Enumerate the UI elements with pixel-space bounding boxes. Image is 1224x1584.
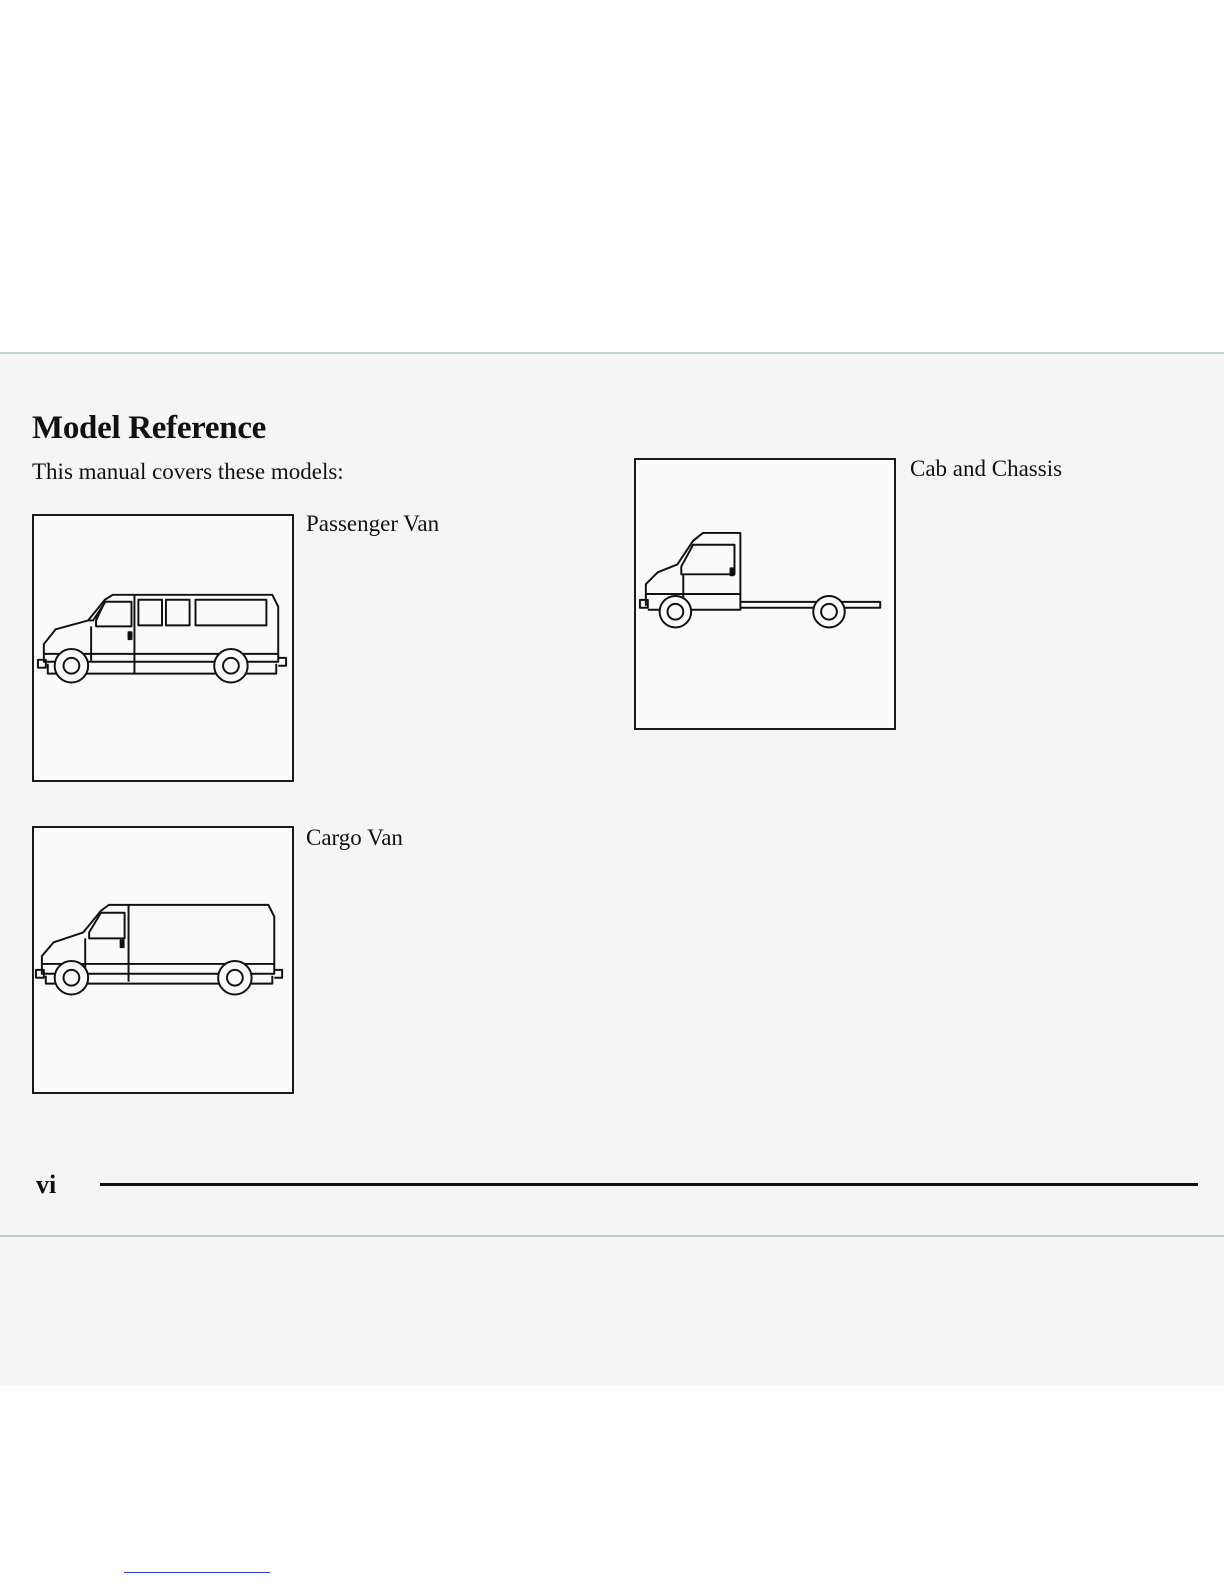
intro-text: This manual covers these models: xyxy=(32,460,344,483)
passenger-van-label: Passenger Van xyxy=(306,512,439,535)
page-number: vi xyxy=(36,1172,56,1198)
cargo-van-figure xyxy=(32,826,294,1094)
page-top-edge xyxy=(0,352,1224,354)
cab-chassis-label: Cab and Chassis xyxy=(910,457,1062,480)
cab-chassis-icon xyxy=(636,460,894,728)
page-bottom-edge xyxy=(0,1235,1224,1237)
cab-chassis-figure xyxy=(634,458,896,730)
passenger-van-icon xyxy=(34,516,292,780)
cargo-van-label: Cargo Van xyxy=(306,826,403,849)
underline-mark xyxy=(124,1572,270,1573)
footer-rule xyxy=(100,1183,1198,1186)
passenger-van-figure xyxy=(32,514,294,782)
cargo-van-icon xyxy=(34,828,292,1092)
page-title: Model Reference xyxy=(32,412,266,445)
